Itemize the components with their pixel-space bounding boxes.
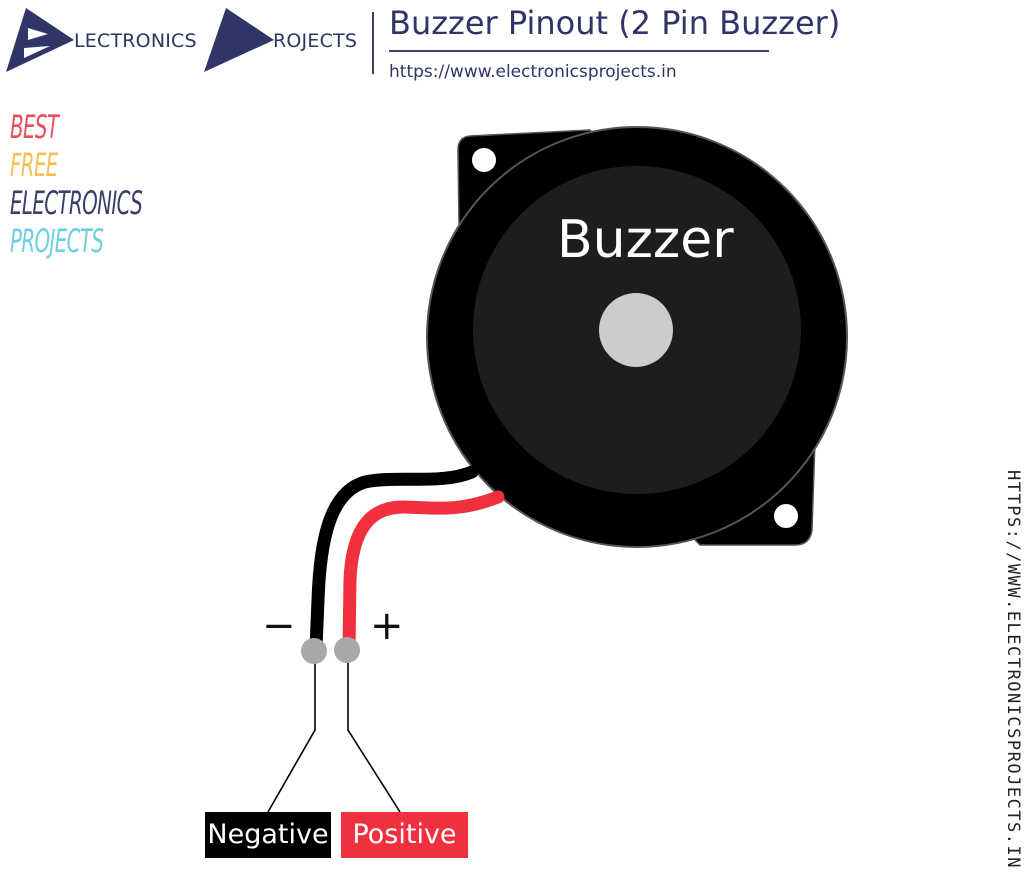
site-url: https://www.electronicsprojects.in bbox=[389, 62, 677, 82]
mount-hole-top bbox=[472, 148, 496, 172]
page-title: Buzzer Pinout (2 Pin Buzzer) bbox=[389, 4, 841, 42]
buzzer-center-dot bbox=[599, 293, 673, 367]
buzzer-label: Buzzer bbox=[557, 210, 734, 270]
negative-pin-label: Negative bbox=[205, 812, 331, 858]
wire-black bbox=[309, 465, 479, 655]
logo-p-icon bbox=[204, 8, 274, 72]
logo-e-icon bbox=[6, 8, 74, 72]
mount-hole-bottom bbox=[774, 504, 798, 528]
positive-pin-label: Positive bbox=[341, 812, 468, 858]
tagline-free: FREE bbox=[10, 146, 58, 184]
pin-negative bbox=[301, 638, 327, 664]
leader-line-positive bbox=[347, 663, 401, 813]
title-underline bbox=[389, 50, 769, 52]
leader-line-negative bbox=[267, 664, 316, 813]
tagline-electronics: ELECTRONICS bbox=[10, 184, 143, 222]
logo-text-projects: ROJECTS bbox=[273, 30, 358, 52]
side-url: HTTPS://WWW.ELECTRONICSPROJECTS.IN bbox=[1003, 470, 1023, 869]
pin-positive bbox=[334, 637, 360, 663]
tagline-best: BEST bbox=[10, 108, 59, 146]
tagline-projects: PROJECTS bbox=[10, 222, 104, 260]
header-divider bbox=[372, 12, 374, 74]
logo-text-electronics: LECTRONICS bbox=[74, 30, 197, 52]
negative-sign: − bbox=[262, 603, 296, 649]
wire-red bbox=[342, 490, 505, 655]
positive-sign: + bbox=[370, 603, 404, 649]
